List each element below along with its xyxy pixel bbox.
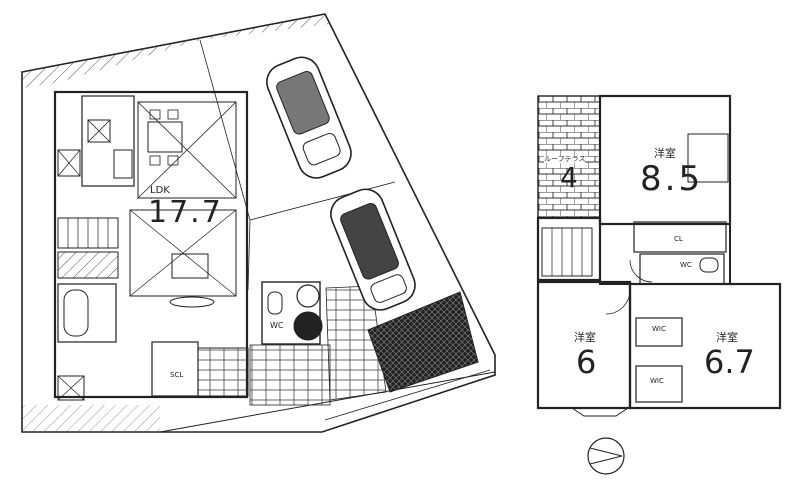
parked-car-2 [330,188,416,311]
ldk-size: 17.7 [148,195,223,230]
scl-label: SCL [170,371,184,379]
western-room-c-label: 洋室 [716,331,738,344]
western-room-b-size: 6 [576,343,597,381]
wic-label-2: WIC [650,377,664,385]
parked-car-1 [266,56,352,179]
wic-label-1: WIC [652,325,666,333]
western-room-c-size: 6.7 [704,343,755,381]
floor1-site [21,13,496,433]
floor1-wc-label: WC [270,321,284,330]
cl-label: CL [674,235,683,243]
ldk-label: LDK [150,185,170,196]
western-room-b-label: 洋室 [574,331,596,344]
roof-terrace-size: 4 [560,161,578,194]
western-room-a-size: 8.5 [640,159,704,199]
roof-terrace-label: ルーフテラス [544,155,586,163]
western-room-a-label: 洋室 [654,147,676,160]
floor2-wc-label: WC [680,261,692,269]
